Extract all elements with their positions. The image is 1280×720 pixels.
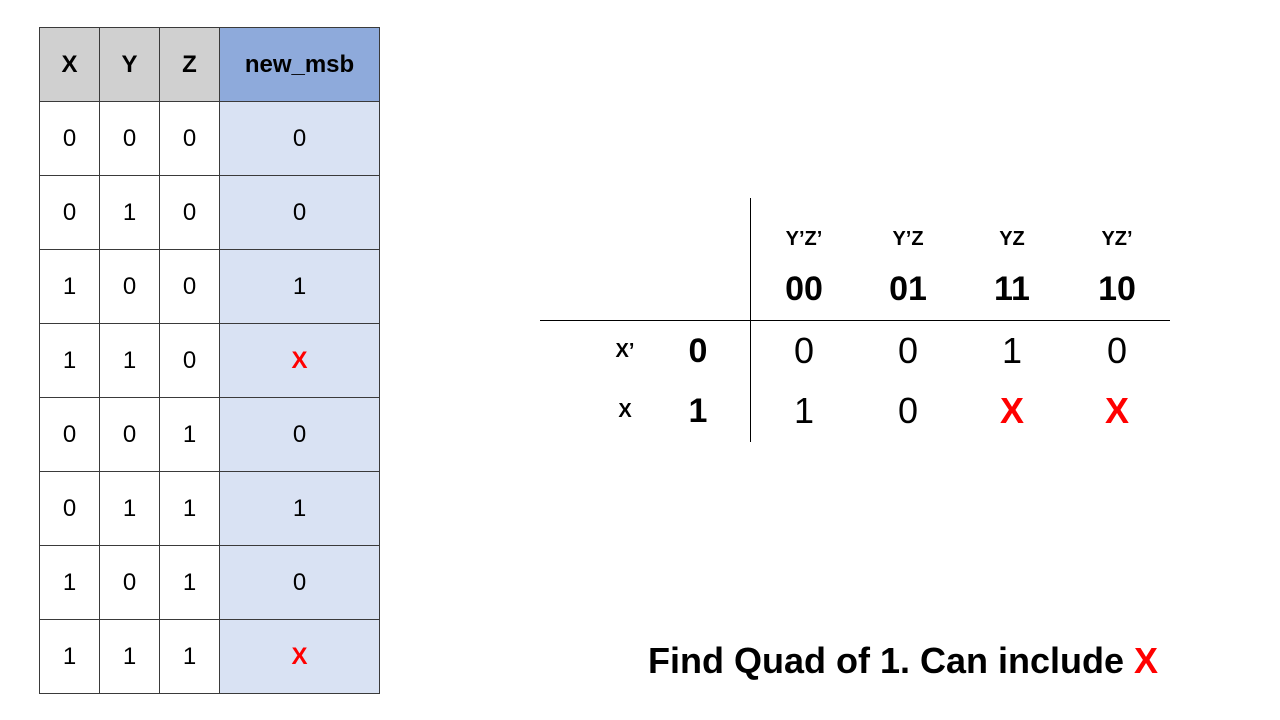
input-cell: 1	[159, 471, 220, 546]
column-gray-label: YZ’	[1101, 228, 1133, 250]
kmap-cell: 1	[1001, 330, 1023, 371]
row-variable-label: X	[618, 400, 632, 422]
column-code: 00	[785, 270, 823, 308]
output-cell: 0	[219, 545, 380, 620]
kmap-cell: 0	[1106, 330, 1128, 371]
input-cell: 1	[39, 545, 100, 620]
input-cell: 1	[99, 175, 160, 250]
input-cell: 0	[99, 101, 160, 176]
header-new-msb: new_msb	[219, 27, 380, 102]
input-cell: 1	[99, 471, 160, 546]
input-cell: 0	[99, 545, 160, 620]
output-cell: X	[219, 323, 380, 398]
input-cell: 0	[159, 249, 220, 324]
input-cell: 0	[99, 397, 160, 472]
input-cell: 0	[159, 175, 220, 250]
kmap-horizontal-divider	[540, 320, 1170, 321]
input-cell: 0	[159, 323, 220, 398]
kmap-cell: 0	[897, 390, 919, 431]
truth-table-header-row: X Y Z new_msb	[39, 27, 380, 102]
column-code: 11	[994, 270, 1030, 308]
input-cell: 1	[39, 249, 100, 324]
input-cell: 0	[39, 175, 100, 250]
output-cell: 1	[219, 249, 380, 324]
input-cell: 0	[39, 397, 100, 472]
row-code: 1	[688, 392, 708, 430]
instruction-main: Find Quad of 1. Can include	[648, 640, 1135, 681]
output-cell: 0	[219, 397, 380, 472]
input-cell: 0	[99, 249, 160, 324]
output-cell: X	[219, 619, 380, 694]
input-cell: 1	[39, 323, 100, 398]
column-code: 01	[889, 270, 927, 308]
output-cell: 0	[219, 175, 380, 250]
input-cell: 1	[159, 397, 220, 472]
output-cell: 1	[219, 471, 380, 546]
column-gray-label: YZ	[999, 228, 1025, 250]
input-cell: 0	[39, 471, 100, 546]
column-gray-label: Y’Z	[892, 228, 924, 250]
kmap-cell: 1	[793, 390, 815, 431]
input-cell: 1	[99, 323, 160, 398]
kmap-cell: 0	[793, 330, 815, 371]
header-z: Z	[159, 27, 220, 102]
input-cell: 1	[39, 619, 100, 694]
input-cell: 0	[159, 101, 220, 176]
instruction-text: Find Quad of 1. Can include X	[648, 640, 1158, 682]
kmap-cell: X	[1104, 390, 1129, 431]
output-cell: 0	[219, 101, 380, 176]
kmap-cell: 0	[897, 330, 919, 371]
input-cell: 1	[159, 619, 220, 694]
instruction-highlight: X	[1134, 640, 1159, 681]
column-gray-label: Y’Z’	[785, 228, 823, 250]
header-x: X	[39, 27, 100, 102]
input-cell: 0	[39, 101, 100, 176]
column-code: 10	[1098, 270, 1136, 308]
input-cell: 1	[99, 619, 160, 694]
row-code: 0	[688, 332, 708, 370]
header-y: Y	[99, 27, 160, 102]
kmap-cell: X	[999, 390, 1024, 431]
input-cell: 1	[159, 545, 220, 620]
row-variable-label: X’	[615, 340, 635, 362]
